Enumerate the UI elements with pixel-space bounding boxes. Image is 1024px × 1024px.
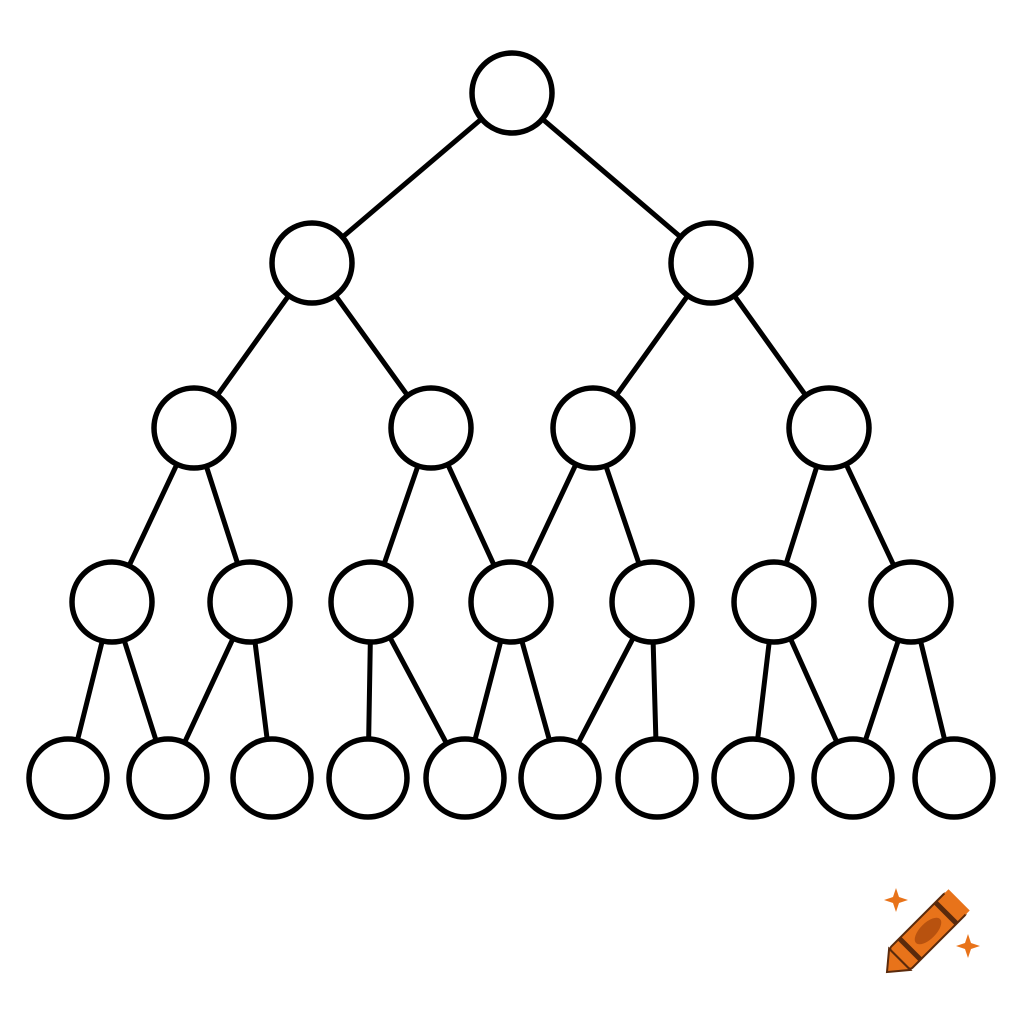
tree-node	[69, 559, 155, 645]
tree-edge	[332, 292, 411, 399]
tree-edge	[783, 463, 820, 567]
tree-edge	[252, 639, 270, 742]
tree-edge	[917, 638, 948, 743]
tree-node	[423, 736, 507, 820]
tree-edge	[339, 116, 485, 240]
tree-edge	[381, 463, 421, 567]
tree-edge	[181, 635, 236, 746]
tree-edge	[862, 637, 901, 744]
tree-node	[207, 559, 293, 645]
tree-edge	[121, 637, 159, 744]
tree-node	[731, 559, 817, 645]
tree-node	[912, 736, 996, 820]
tree-node	[269, 220, 355, 306]
tree-node	[868, 559, 954, 645]
tree-node	[811, 736, 895, 820]
tree-edge	[650, 639, 659, 742]
tree-edge	[387, 634, 450, 747]
tree-edge	[755, 639, 772, 742]
tree-node	[786, 385, 872, 471]
tree-edge	[519, 638, 553, 743]
tree-node	[711, 736, 795, 820]
tree-nodes	[26, 50, 996, 820]
tree-node	[469, 50, 555, 136]
tree-edge	[787, 635, 840, 745]
tree-edge	[539, 116, 684, 240]
tree-node	[615, 736, 699, 820]
tree-node	[326, 736, 410, 820]
crayon-icon	[885, 889, 970, 974]
tree-node	[126, 736, 210, 820]
tree-node	[668, 220, 754, 306]
tree-edge	[525, 461, 579, 569]
tree-node	[518, 736, 602, 820]
tree-edge	[74, 638, 105, 743]
tree-edge	[731, 293, 809, 398]
tree-edge	[126, 461, 180, 569]
tree-edge	[843, 461, 897, 569]
sparkle-icon	[884, 888, 908, 912]
tree-edge	[203, 463, 241, 567]
sparkle-icon	[956, 934, 980, 958]
tree-edge	[366, 639, 373, 742]
tree-edge	[575, 634, 636, 746]
tree-node	[550, 385, 636, 471]
tree-edge	[472, 638, 504, 743]
tree-edge	[603, 463, 642, 567]
tree-node	[388, 385, 474, 471]
tree-node	[151, 385, 237, 471]
crayon-logo-icon	[884, 888, 980, 974]
tree-node	[328, 559, 414, 645]
tree-edges	[74, 116, 948, 747]
tree-edge	[214, 293, 292, 398]
tree-node	[609, 559, 695, 645]
tree-node	[468, 559, 554, 645]
tree-edge	[613, 293, 691, 398]
tree-edge	[445, 461, 497, 569]
tree-node	[26, 736, 110, 820]
tree-node	[230, 736, 314, 820]
